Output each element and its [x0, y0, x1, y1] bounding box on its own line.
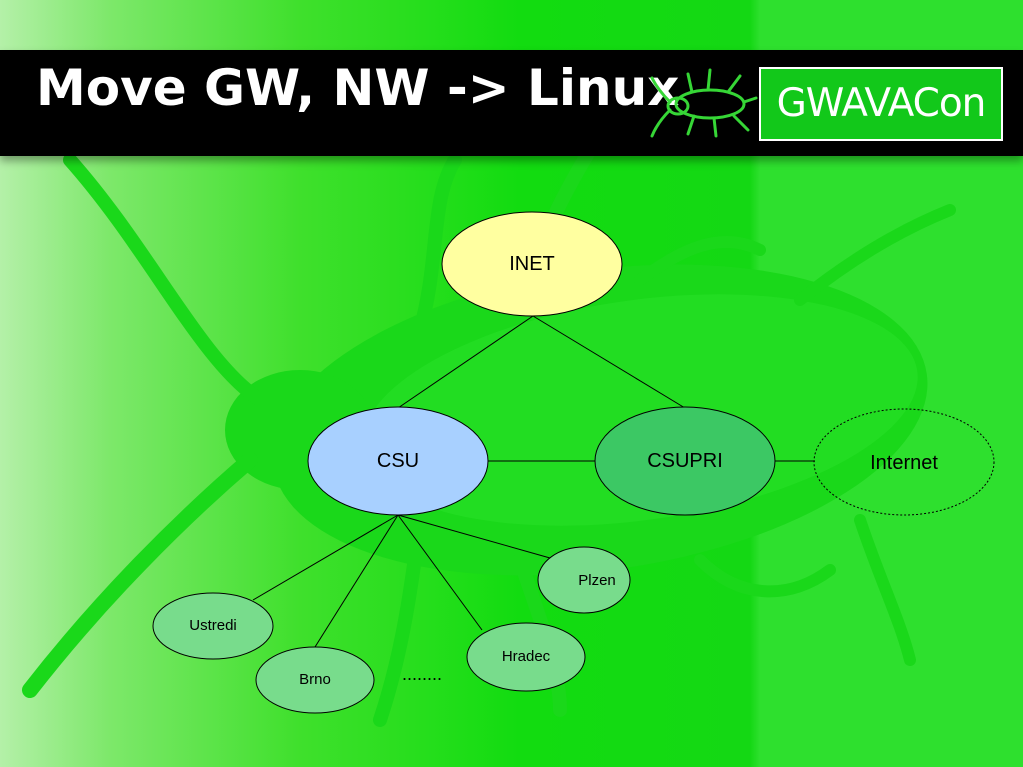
node-internet-label: Internet [870, 452, 938, 474]
node-brno: Brno [255, 646, 375, 714]
slide-title: Move GW, NW -> Linux [36, 59, 680, 117]
node-ustredi: Ustredi [152, 592, 274, 660]
edge-csu-hradec [397, 514, 483, 631]
node-brno-label: Brno [299, 671, 331, 688]
node-ustredi-label: Ustredi [189, 617, 237, 634]
cockroach-logo-icon [650, 68, 758, 138]
node-internet: Internet [813, 408, 995, 516]
gwavacon-logo: GWAVACon [759, 67, 1003, 141]
node-csu: CSU [307, 406, 489, 516]
node-hradec-label: Hradec [502, 648, 551, 665]
node-inet-label: INET [509, 253, 555, 275]
edge-inet-csu [397, 315, 534, 409]
node-csu-label: CSU [377, 450, 419, 472]
node-csupri-label: CSUPRI [647, 450, 723, 472]
node-csupri: CSUPRI [594, 406, 776, 516]
edge-inet-csupri [532, 315, 686, 409]
node-plzen: Plzen [537, 546, 631, 614]
edge-csu-brno [314, 514, 399, 648]
edge-csu-ustredi [252, 514, 399, 601]
logo-text: GWAVACon [776, 81, 987, 126]
node-inet: INET [441, 211, 623, 317]
edge-csu-plzen [397, 514, 551, 559]
more-nodes-ellipsis: ........ [402, 664, 442, 684]
node-hradec: Hradec [466, 622, 586, 692]
node-plzen-label: Plzen [578, 572, 616, 589]
